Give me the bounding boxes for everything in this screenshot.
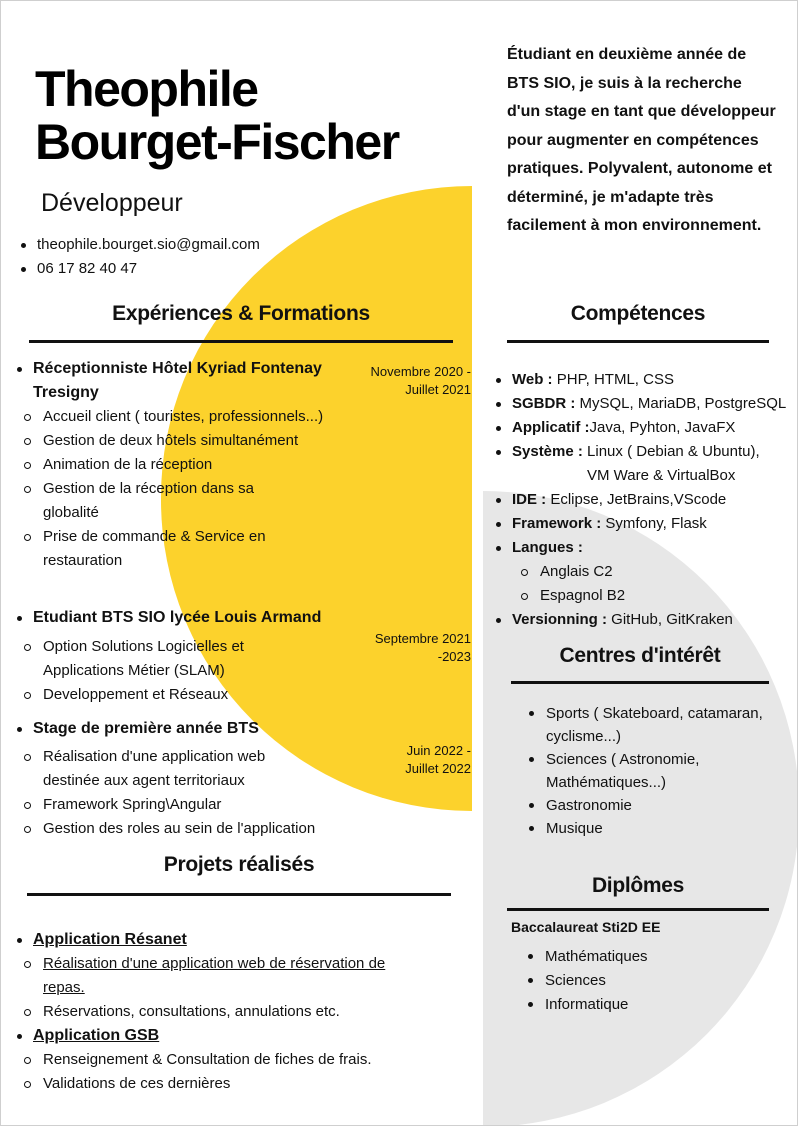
- diploma-subject: Mathématiques: [528, 945, 758, 969]
- interest-item: Sports ( Skateboard, catamaran, cyclisme…: [529, 702, 764, 748]
- language-item: Anglais C2: [512, 560, 796, 584]
- interest-item: Sciences ( Astronomie, Mathématiques...): [529, 748, 764, 794]
- date-line: -2023: [437, 649, 471, 664]
- experience-title: Réceptionniste Hôtel Kyriad Fontenay Tre…: [15, 357, 345, 405]
- skill-sgbdr: SGBDR : MySQL, MariaDB, PostgreSQL: [496, 392, 796, 416]
- skill-value: Symfony, Flask: [601, 515, 707, 532]
- experience-tasks: Option Solutions Logicielles et Applicat…: [15, 635, 345, 707]
- experience-tasks: Réalisation d'une application web destin…: [15, 745, 355, 841]
- experience-date-2: Septembre 2021 -2023: [346, 630, 471, 666]
- skill-applicatif: Applicatif :Java, Pyhton, JavaFX: [496, 416, 796, 440]
- skill-label: IDE :: [512, 491, 547, 508]
- list-item: Gestion des roles au sein de l'applicati…: [15, 817, 355, 841]
- skill-label: Système :: [512, 443, 583, 460]
- skill-langues: Langues : Anglais C2 Espagnol B2: [496, 536, 796, 608]
- experience-item-1: Réceptionniste Hôtel Kyriad Fontenay Tre…: [15, 357, 345, 573]
- diploma-subjects-list: Mathématiques Sciences Informatique: [528, 945, 758, 1017]
- experience-title: Stage de première année BTS: [15, 717, 355, 741]
- skill-value: Java, Pyhton, JavaFX: [589, 419, 736, 436]
- project-tasks: Réalisation d'une application web de rés…: [15, 952, 445, 1024]
- interest-item: Musique: [529, 817, 764, 840]
- skill-label: SGBDR :: [512, 395, 576, 412]
- date-line: Juillet 2021: [405, 382, 471, 397]
- experiences-divider: [29, 340, 453, 343]
- name-heading: Theophile Bourget-Fischer: [35, 61, 400, 170]
- experience-item-3: Stage de première année BTS Réalisation …: [15, 717, 355, 841]
- list-item: Réservations, consultations, annulations…: [15, 1000, 445, 1024]
- date-line: Novembre 2020 -: [370, 364, 471, 379]
- skill-value-line2: VM Ware & VirtualBox: [587, 467, 736, 484]
- list-item[interactable]: Réalisation d'une application web de rés…: [15, 952, 415, 1000]
- project-title-gsb[interactable]: Application GSB: [15, 1024, 445, 1048]
- date-line: Juin 2022 -: [406, 743, 471, 758]
- list-item: Option Solutions Logicielles et Applicat…: [15, 635, 295, 683]
- interests-title: Centres d'intérêt: [559, 644, 721, 667]
- projects-divider: [27, 893, 451, 896]
- list-item: Prise de commande & Service en restaurat…: [15, 525, 305, 573]
- experience-item-2: Etudiant BTS SIO lycée Louis Armand Opti…: [15, 606, 345, 707]
- skill-label: Web :: [512, 371, 553, 388]
- diplomas-divider: [507, 908, 769, 911]
- languages-list: Anglais C2 Espagnol B2: [512, 560, 796, 608]
- intro-paragraph: Étudiant en deuxième année de BTS SIO, j…: [507, 46, 776, 234]
- experience-date-1: Novembre 2020 - Juillet 2021: [346, 363, 471, 399]
- project-title-resanet[interactable]: Application Résanet: [15, 928, 445, 952]
- list-item: Validations de ces dernières: [15, 1072, 445, 1096]
- experience-title: Etudiant BTS SIO lycée Louis Armand: [15, 606, 345, 630]
- skill-value: MySQL, MariaDB, PostgreSQL: [575, 395, 787, 412]
- list-item: Gestion de deux hôtels simultanément: [15, 429, 345, 453]
- experience-tasks: Accueil client ( touristes, professionne…: [15, 405, 345, 573]
- degree-name: Baccalaureat Sti2D EE: [511, 919, 661, 935]
- contact-phone: 06 17 82 40 47: [21, 257, 260, 281]
- skill-label: Langues :: [512, 539, 583, 556]
- skill-value: Eclipse, JetBrains,VScode: [546, 491, 727, 508]
- date-line: Juillet 2022: [405, 761, 471, 776]
- projects-list: Application Résanet Réalisation d'une ap…: [15, 928, 445, 1096]
- list-item: Developpement et Réseaux: [15, 683, 345, 707]
- list-item: Gestion de la réception dans sa globalit…: [15, 477, 305, 525]
- name-last: Bourget-Fischer: [35, 114, 400, 170]
- diploma-subject: Sciences: [528, 969, 758, 993]
- skill-ide: IDE : Eclipse, JetBrains,VScode: [496, 488, 796, 512]
- experiences-title: Expériences & Formations: [112, 302, 370, 325]
- diplomas-title: Diplômes: [591, 874, 685, 897]
- diploma-subject: Informatique: [528, 993, 758, 1017]
- skill-value: GitHub, GitKraken: [607, 611, 733, 628]
- list-item: Animation de la réception: [15, 453, 345, 477]
- skills-title: Compétences: [570, 302, 706, 325]
- skill-label: Versionning :: [512, 611, 608, 628]
- skill-value: PHP, HTML, CSS: [552, 371, 674, 388]
- list-item: Accueil client ( touristes, professionne…: [15, 405, 345, 429]
- skill-systeme: Système : Linux ( Debian & Ubuntu), VM Wa…: [496, 440, 796, 488]
- skill-versionning: Versionning : GitHub, GitKraken: [496, 608, 796, 632]
- projects-title: Projets réalisés: [163, 853, 315, 876]
- list-item: Renseignement & Consultation de fiches d…: [15, 1048, 445, 1072]
- language-item: Espagnol B2: [512, 584, 796, 608]
- experience-date-3: Juin 2022 - Juillet 2022: [346, 742, 471, 778]
- skills-divider: [507, 340, 769, 343]
- list-item: Framework Spring\Angular: [15, 793, 355, 817]
- name-first: Theophile: [35, 61, 259, 117]
- interest-item: Gastronomie: [529, 794, 764, 817]
- contact-email[interactable]: theophile.bourget.sio@gmail.com: [21, 233, 260, 257]
- skills-list: Web : PHP, HTML, CSS SGBDR : MySQL, Mari…: [496, 368, 796, 632]
- skill-framework: Framework : Symfony, Flask: [496, 512, 796, 536]
- skill-value: Linux ( Debian & Ubuntu),: [582, 443, 760, 460]
- contact-list: theophile.bourget.sio@gmail.com 06 17 82…: [21, 233, 260, 281]
- date-line: Septembre 2021: [374, 631, 471, 646]
- skill-web: Web : PHP, HTML, CSS: [496, 368, 796, 392]
- skill-label: Applicatif :: [512, 419, 590, 436]
- interests-list: Sports ( Skateboard, catamaran, cyclisme…: [529, 702, 764, 840]
- project-tasks: Renseignement & Consultation de fiches d…: [15, 1048, 445, 1096]
- list-item: Réalisation d'une application web destin…: [15, 745, 305, 793]
- job-title: Développeur: [41, 189, 183, 217]
- interests-divider: [511, 681, 769, 684]
- skill-label: Framework :: [512, 515, 602, 532]
